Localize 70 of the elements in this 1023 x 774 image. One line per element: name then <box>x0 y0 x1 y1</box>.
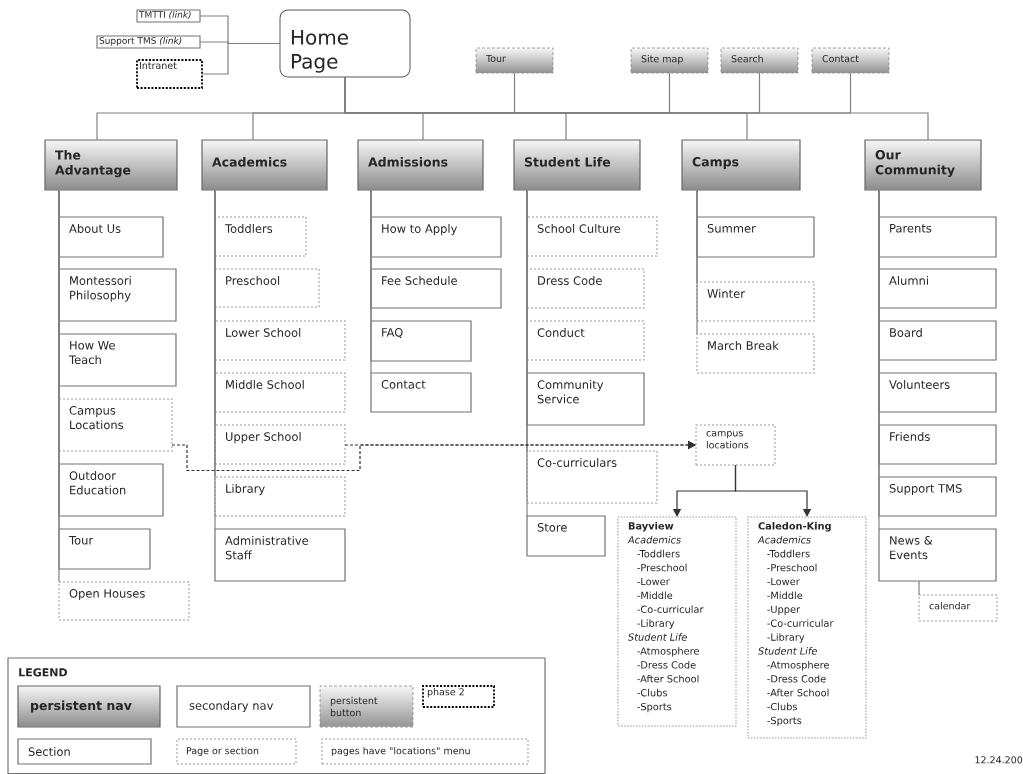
connector-line <box>918 580 920 596</box>
nav-button: Site map <box>630 47 709 74</box>
legend-entry: pages have "locations" menu <box>321 738 529 765</box>
arrow <box>734 464 812 517</box>
page-box: Friends <box>878 424 997 465</box>
page-box: Conduct <box>526 320 645 361</box>
page-box: Dress Code <box>526 268 645 309</box>
nav-button: Tour <box>475 47 554 74</box>
phase-box: Intranet <box>136 59 203 89</box>
connector-line <box>344 76 929 141</box>
page-box: Alumni <box>878 268 997 309</box>
page-box: Board <box>878 320 997 361</box>
page-box: Co-curriculars <box>526 450 658 504</box>
page-box: campus locations <box>695 424 776 466</box>
legend-entry: persistent nav <box>17 685 161 728</box>
section-box: Student Life <box>513 139 641 191</box>
page-box: Fee Schedule <box>370 268 502 309</box>
campus-list-box: Caledon-King Academics -Toddlers -Preschool -Lower -Middle -Upper -Co-curricular -Library Student Life -Atmosphere -Dress Code -After School -Clubs -Sports <box>747 516 867 739</box>
page-box: How We Teach <box>58 333 177 387</box>
page-box: Community Service <box>526 372 645 426</box>
connector-line <box>696 189 698 335</box>
page-box: Open Houses <box>58 581 190 621</box>
campus-list-box: Bayview Academics -Toddlers -Preschool -Lower -Middle -Co-curricular -Library Student Life -Atmosphere -Dress Code -After School -Clubs -Sports <box>617 516 737 727</box>
page-box: Volunteers <box>878 372 997 413</box>
legend-entry: Section <box>17 738 152 765</box>
page-box: FAQ <box>370 320 472 362</box>
section-box: Our Community <box>864 139 982 191</box>
legend-entry: secondary nav <box>176 685 311 728</box>
connector-line <box>878 189 880 530</box>
page-box: Support TMS <box>878 476 997 517</box>
page-box: Administrative Staff <box>214 528 346 582</box>
page-box: Montessori Philosophy <box>58 268 177 322</box>
section-box: Camps <box>681 139 801 191</box>
nav-button: Search <box>720 47 799 74</box>
date-label: 12.24.200 <box>975 756 1023 764</box>
page-box: Lower School <box>214 320 346 361</box>
link-box: TMTTI (link) <box>136 9 201 23</box>
page-box: Upper School <box>214 424 346 465</box>
page-box: School Culture <box>526 216 658 257</box>
nav-button: Contact <box>811 47 890 74</box>
legend-entry: phase 2 <box>422 685 495 708</box>
connector-line <box>526 189 528 517</box>
section-box: Admissions <box>357 139 484 191</box>
page-box: Middle School <box>214 372 346 413</box>
home-page-box: Home Page <box>279 9 411 78</box>
page-box: About Us <box>58 216 164 258</box>
page-box: March Break <box>696 333 815 374</box>
page-box: Toddlers <box>214 216 307 257</box>
page-box: Parents <box>878 216 997 258</box>
page-box: Outdoor Education <box>58 463 164 517</box>
page-box: News & Events <box>878 528 997 582</box>
connector-line <box>201 42 281 75</box>
link-box: Support TMS (link) <box>96 35 201 49</box>
legend-entry: Page or section <box>176 738 297 765</box>
page-box: Summer <box>696 216 815 258</box>
page-box: Campus Locations <box>58 398 173 452</box>
section-box: Academics <box>201 139 328 191</box>
page-box: Preschool <box>214 268 320 308</box>
page-box: Tour <box>58 528 151 570</box>
legend-entry: persistent button <box>319 685 414 728</box>
page-box: Contact <box>370 372 472 413</box>
section-box: The Advantage <box>44 139 178 191</box>
page-box: Winter <box>696 281 815 322</box>
connector-line <box>370 189 372 374</box>
page-box: calendar <box>918 594 998 622</box>
legend-heading: LEGEND <box>19 668 67 677</box>
page-box: Store <box>526 515 606 557</box>
connector-line <box>214 189 216 530</box>
page-box: Library <box>214 476 346 517</box>
page-box: How to Apply <box>370 216 502 258</box>
